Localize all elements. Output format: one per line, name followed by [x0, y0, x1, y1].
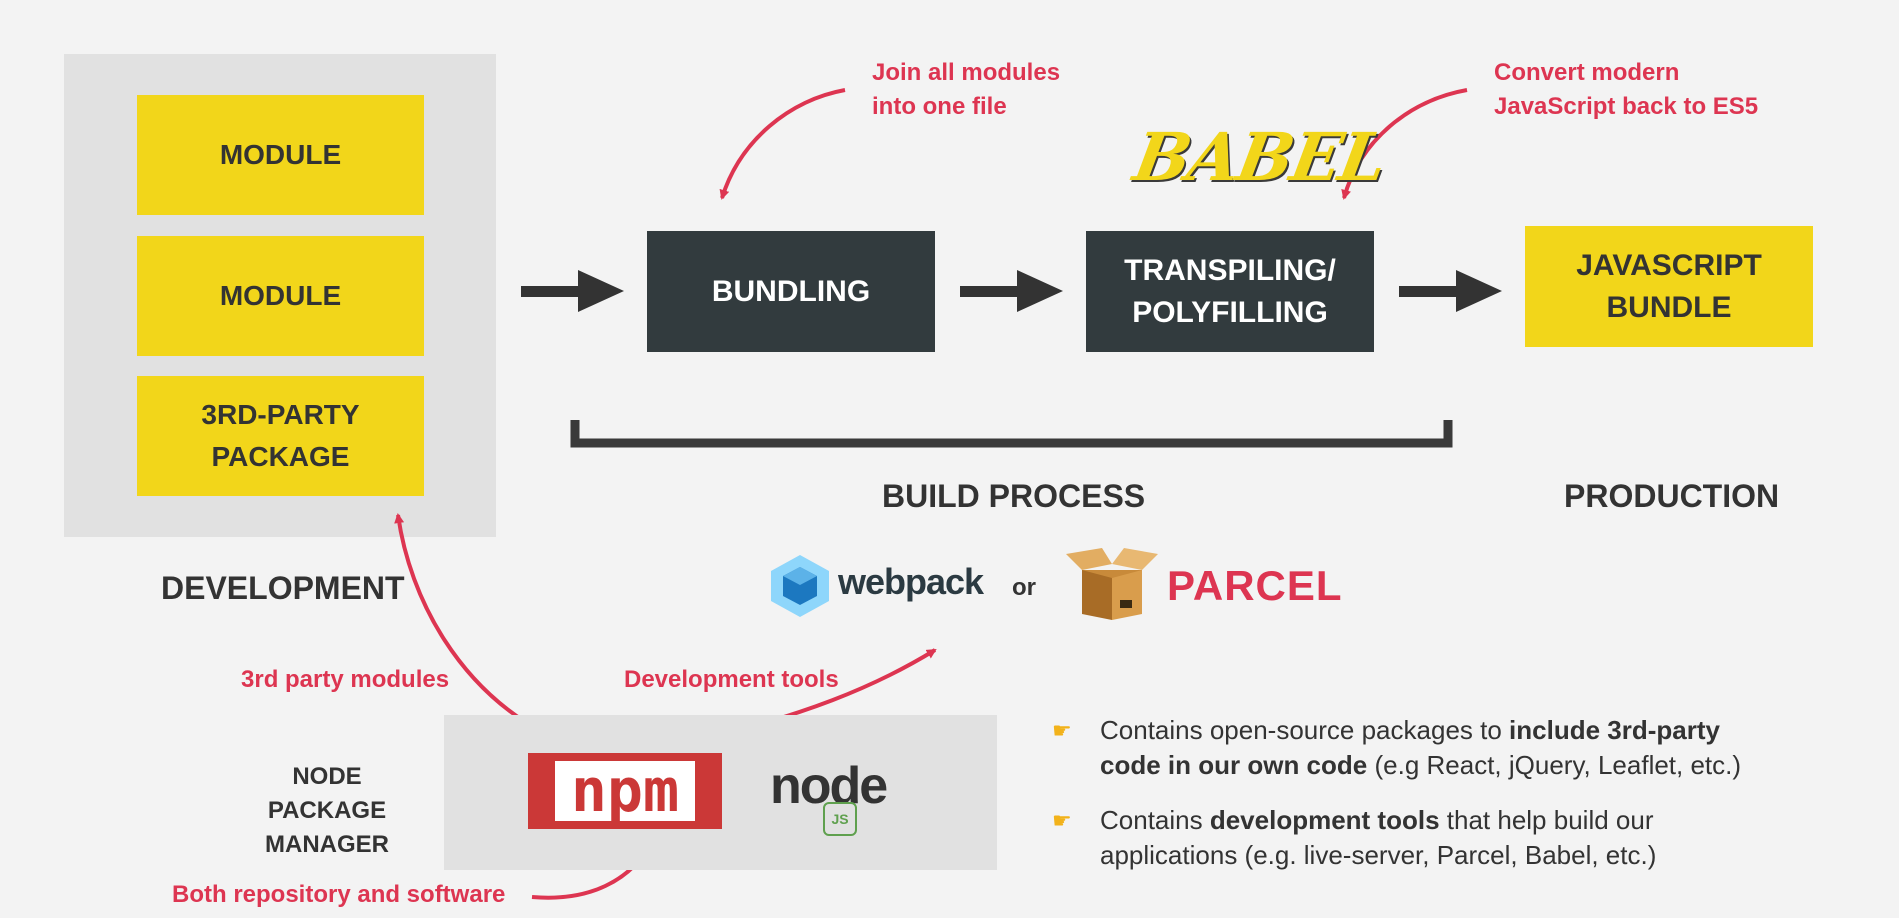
development-label: DEVELOPMENT [161, 570, 405, 606]
npm-wordmark: npm [554, 761, 696, 821]
module-label: MODULE [219, 139, 342, 170]
webpack-wordmark: webpack [838, 561, 984, 602]
bundling-box: BUNDLING [647, 231, 935, 352]
third-party-label: 3RD-PARTY PACKAGE [201, 399, 360, 472]
flow-arrow-2 [960, 270, 1063, 312]
parcel-box-icon [1064, 544, 1160, 620]
repo-note: Both repository and software [172, 881, 506, 908]
module-box-2: MODULE [137, 236, 424, 356]
bullet-2: Contains development tools that help bui… [1100, 803, 1780, 873]
convert-arrow [1341, 88, 1468, 200]
bullet-1: Contains open-source packages to include… [1100, 713, 1780, 783]
npm-logo: npm [528, 753, 722, 829]
nodejs-hex-icon: JS [823, 802, 857, 836]
pointing-hand-icon: ☛ [1052, 718, 1072, 743]
build-process-label: BUILD PROCESS [882, 478, 1146, 514]
join-arrow [719, 88, 846, 200]
babel-logo: BABEL [1128, 118, 1392, 196]
transpiling-label: TRANSPILING/ POLYFILLING [1124, 253, 1336, 329]
third-party-package-box: 3RD-PARTY PACKAGE [137, 376, 424, 496]
bullet-1-text: Contains open-source packages to [1100, 715, 1510, 745]
javascript-bundle-box: JAVASCRIPT BUNDLE [1525, 226, 1813, 347]
join-note: Join all modules into one file [872, 59, 1061, 120]
third-party-arrow [394, 513, 549, 737]
bullet-2-text-end: that help build our applications (e.g. l… [1100, 805, 1657, 870]
js-badge: JS [831, 811, 849, 827]
parcel-wordmark: PARCEL [1167, 562, 1343, 609]
bullet-1-bold: include 3rd-party code in our own code [1100, 715, 1720, 780]
bullet-1-text-end: (e.g React, jQuery, Leaflet, etc.) [1367, 750, 1742, 780]
flow-arrow-1 [521, 270, 624, 312]
or-text: or [1012, 574, 1036, 601]
module-label: MODULE [219, 280, 342, 311]
javascript-bundle-label: JAVASCRIPT BUNDLE [1576, 248, 1762, 324]
transpiling-box: TRANSPILING/ POLYFILLING [1086, 231, 1374, 352]
bullet-2-bold: development tools [1209, 805, 1440, 835]
convert-note: Convert modern JavaScript back to ES5 [1494, 59, 1759, 120]
bullet-2-text: Contains [1100, 805, 1210, 835]
bundling-label: BUNDLING [711, 274, 871, 308]
production-label: PRODUCTION [1564, 478, 1780, 514]
webpack-cube-icon [767, 553, 833, 619]
dev-tools-note: Development tools [624, 666, 839, 693]
npm-name-label: NODE PACKAGE MANAGER [265, 763, 389, 858]
node-wordmark: node [770, 757, 888, 815]
third-party-note: 3rd party modules [241, 666, 450, 693]
build-process-bracket [570, 420, 1453, 448]
pointing-hand-icon: ☛ [1052, 808, 1072, 833]
flow-arrow-3 [1399, 270, 1502, 312]
module-box-1: MODULE [137, 95, 424, 215]
